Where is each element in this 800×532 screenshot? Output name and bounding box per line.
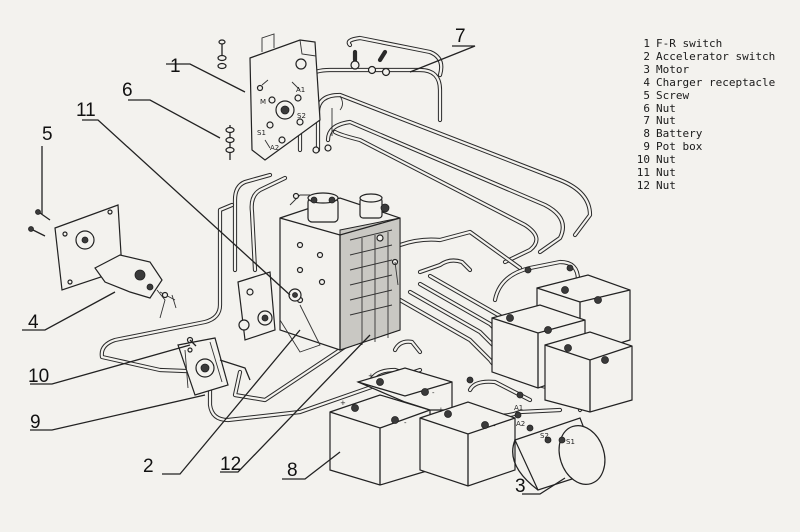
motor-terminal-s2: S2 — [540, 432, 549, 440]
legend-label: Motor — [656, 62, 690, 76]
legend-num: 3 — [643, 62, 650, 76]
fr-switch-terminal-m: M — [260, 98, 266, 106]
callout-numbers: 1 2 3 4 5 6 7 8 9 10 11 12 — [28, 26, 526, 497]
callout-2: 2 — [143, 456, 154, 477]
legend-item: 11 Nut — [636, 166, 775, 180]
battery-front-1 — [329, 394, 431, 486]
screws — [28, 209, 51, 237]
legend-num: 11 — [636, 166, 650, 180]
motor-terminal-a2: A2 — [516, 420, 525, 428]
battery-sign-plus-1: + — [340, 399, 346, 407]
callout-8: 8 — [287, 460, 298, 481]
pot-box — [177, 337, 251, 396]
callout-11: 11 — [76, 100, 96, 121]
callout-1: 1 — [170, 56, 181, 77]
battery-sign-plus-3: + — [438, 406, 444, 414]
legend-item: 9 Pot box — [636, 140, 775, 154]
legend-label: Nut — [656, 153, 676, 167]
legend-num: 9 — [643, 140, 650, 154]
fr-switch-terminal-s2: S2 — [297, 112, 306, 120]
callout-7: 7 — [455, 26, 466, 47]
legend-label: F-R switch — [656, 37, 723, 50]
legend-num: 4 — [643, 75, 650, 89]
legend-item: 2 Accelerator switch — [636, 49, 776, 64]
legend-item: 6 Nut — [636, 101, 775, 116]
callout-9: 9 — [30, 412, 41, 433]
fr-switch-terminal-a1: A1 — [296, 86, 305, 94]
legend-num: 1 — [643, 37, 650, 50]
callout-12: 12 — [220, 454, 241, 475]
callout-10: 10 — [28, 366, 49, 387]
battery-terminals — [351, 264, 609, 429]
battery-front-3 — [419, 401, 516, 487]
legend-num: 2 — [643, 49, 650, 63]
fr-switch: M A1 S2 S1 A2 — [249, 33, 321, 161]
leader-lines — [22, 45, 566, 495]
legend-item: 1 F-R switch — [636, 37, 775, 51]
controller-assembly — [237, 192, 401, 353]
legend-label: Nut — [656, 101, 676, 115]
fr-switch-hardware — [217, 39, 391, 160]
legend-label: Charger receptacle — [656, 75, 776, 89]
callout-4: 4 — [28, 312, 39, 333]
legend-num: 8 — [643, 127, 650, 141]
legend-item: 8 Battery — [636, 127, 775, 141]
legend-label: Pot box — [656, 140, 703, 154]
battery-sign-plus-2: + — [368, 372, 374, 380]
legend-num: 10 — [636, 153, 650, 167]
legend-label: Screw — [656, 88, 690, 102]
parts-legend: 1 F-R switch 2 Accelerator switch 3 Motor 4… — [636, 37, 776, 193]
motor: A1 A2 S2 S1 — [512, 404, 606, 491]
legend-num: 5 — [643, 88, 650, 102]
legend-label: Battery — [656, 127, 703, 141]
legend-item: 3 Motor — [636, 62, 775, 77]
battery-back-3 — [544, 331, 633, 413]
legend-label: Nut — [656, 166, 676, 180]
legend-item: 4 Charger receptacle — [636, 75, 776, 90]
legend-num: 7 — [643, 114, 650, 128]
motor-terminal-s1: S1 — [566, 438, 575, 446]
accelerator-switch — [156, 289, 197, 347]
motor-terminal-a1: A1 — [514, 404, 523, 412]
battery-bank: + - + - + - — [329, 264, 633, 487]
battery-sign-minus-2: - — [432, 389, 435, 397]
legend-label: Accelerator switch — [656, 49, 776, 63]
legend-num: 12 — [636, 178, 650, 192]
battery-sign-minus-1: - — [404, 419, 407, 427]
legend-num: 6 — [643, 101, 650, 115]
callout-3: 3 — [515, 476, 526, 497]
legend-item: 7 Nut — [636, 114, 775, 128]
callout-6: 6 — [122, 80, 133, 101]
fr-switch-terminal-a2: A2 — [270, 144, 279, 152]
charger-receptacle — [54, 204, 177, 309]
legend-label: Nut — [656, 178, 676, 192]
battery-sign-minus-3: - — [493, 422, 496, 430]
legend-item: 5 Screw — [636, 88, 775, 103]
fr-switch-terminal-s1: S1 — [257, 129, 266, 137]
legend-label: Nut — [656, 114, 676, 128]
callout-5: 5 — [42, 124, 53, 145]
legend-item: 12 Nut — [636, 178, 775, 193]
legend-item: 10 Nut — [636, 153, 775, 167]
